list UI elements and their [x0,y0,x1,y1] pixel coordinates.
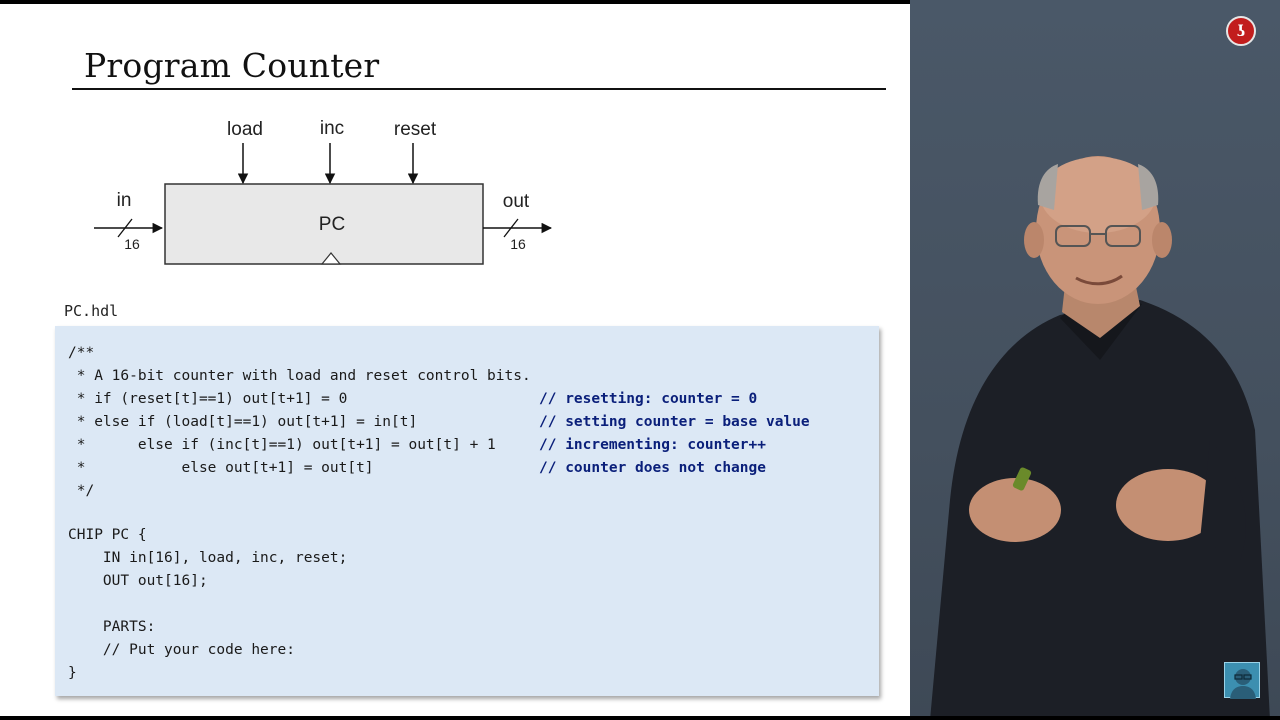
hdl-code-block: /** * A 16-bit counter with load and res… [55,326,879,696]
code-line: * else if (load[t]==1) out[t+1] = in[t] [68,414,418,430]
in-bus-slash [117,218,133,238]
red-circle-logo-icon[interactable]: ʖ [1226,16,1256,46]
pc-chip-label: PC [319,214,345,235]
code-line: * A 16-bit counter with load and reset c… [68,368,531,384]
out-output-label: out [503,191,530,212]
code-line: // Put your code here: [68,642,295,658]
out-bus-width: 16 [510,236,526,252]
code-comment: // resetting: counter = 0 [539,391,758,407]
channel-avatar-icon[interactable] [1224,662,1260,699]
pc-chip-box [164,183,484,265]
code-line: * else if (inc[t]==1) out[t+1] = out[t] … [68,437,496,453]
inc-input-label: inc [320,118,344,139]
code-line: PARTS: [68,619,156,635]
code-line: OUT out[16]; [68,573,208,589]
clock-input-triangle [320,252,342,265]
code-line: */ [68,483,95,499]
lecture-slide: Program Counter PC load inc reset in [0,4,910,716]
in-bus-width: 16 [124,236,140,252]
pc-chip-diagram: PC load inc reset in 16 out 16 [94,118,553,265]
load-input-label: load [227,119,263,140]
in-input-label: in [117,190,132,211]
presenter-video: ʖ [910,0,1280,720]
bottom-border [0,716,1280,720]
code-line: * if (reset[t]==1) out[t+1] = 0 [68,391,348,407]
reset-input-label: reset [394,119,437,140]
title-divider [72,88,886,90]
code-line: CHIP PC { [68,527,147,543]
out-bus-slash [503,218,519,238]
code-comment: // counter does not change [539,460,766,476]
code-line: /** [68,345,95,361]
code-comment: // incrementing: counter++ [539,437,766,453]
code-line: } [68,665,77,681]
slide-title: Program Counter [84,46,380,85]
code-line: IN in[16], load, inc, reset; [68,550,348,566]
file-name-label: PC.hdl [64,302,119,320]
code-comment: // setting counter = base value [539,414,810,430]
presenter-figure [930,156,1270,720]
code-line: * else out[t+1] = out[t] [68,460,374,476]
